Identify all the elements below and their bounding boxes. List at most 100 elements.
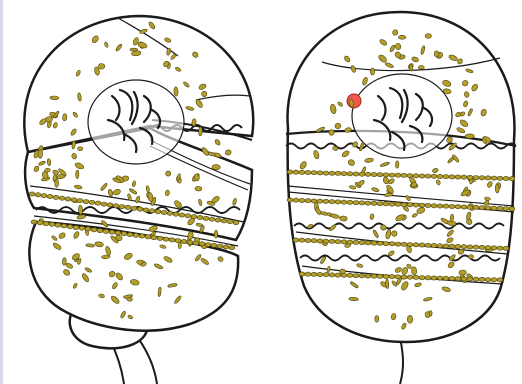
granule [461, 205, 467, 209]
granule [385, 279, 388, 289]
granule [121, 232, 127, 236]
granule [391, 230, 397, 236]
granule [85, 227, 91, 231]
granule [199, 242, 205, 246]
granule [77, 147, 83, 151]
granule [151, 236, 157, 240]
granule [467, 175, 473, 179]
granule [419, 243, 425, 247]
granule [377, 173, 383, 177]
granule [335, 240, 341, 244]
granule [413, 243, 419, 247]
granule [359, 241, 365, 245]
granule [473, 245, 479, 249]
granule [317, 239, 323, 243]
granule [143, 208, 149, 212]
granule [485, 176, 491, 180]
granule [329, 129, 335, 135]
granule [509, 207, 515, 211]
granule [305, 238, 311, 242]
granule [395, 275, 401, 279]
granule [67, 225, 73, 229]
granule [127, 232, 133, 236]
granule [401, 203, 407, 207]
granule [389, 275, 395, 279]
granule [131, 206, 137, 210]
granule [347, 172, 353, 176]
granule [371, 241, 377, 245]
granule [437, 204, 443, 208]
granule [101, 202, 107, 206]
granule [205, 243, 211, 247]
granule [455, 244, 461, 248]
granule [371, 274, 377, 278]
granule [65, 197, 71, 201]
granule [467, 205, 473, 209]
granule [401, 173, 407, 177]
granule [431, 243, 437, 247]
granule [133, 233, 139, 237]
granule [59, 196, 65, 200]
granule [55, 179, 59, 187]
granule [431, 204, 437, 208]
granule [485, 246, 491, 250]
granule [305, 199, 311, 203]
granule [192, 119, 197, 127]
granule [365, 274, 371, 278]
granule [353, 201, 359, 205]
granule [353, 274, 359, 278]
granule [167, 211, 173, 215]
granule [365, 201, 371, 205]
granule [449, 204, 455, 208]
granule [317, 199, 323, 203]
granule [503, 246, 509, 250]
granule [323, 199, 329, 203]
granule [214, 230, 218, 238]
granule [359, 274, 365, 278]
granule [311, 199, 317, 203]
granule [419, 203, 425, 207]
granule [311, 171, 317, 175]
granule [43, 222, 49, 226]
granule [137, 207, 143, 211]
granule [349, 297, 359, 301]
granule [31, 220, 37, 224]
granule [509, 177, 515, 181]
granule [335, 200, 341, 204]
granule [467, 245, 473, 249]
granule [461, 175, 467, 179]
granule [113, 204, 119, 208]
granule [293, 170, 299, 174]
granule [173, 212, 179, 216]
granule [91, 228, 97, 232]
granule [83, 200, 89, 204]
granule [341, 273, 347, 277]
granule [443, 276, 449, 280]
granule [62, 114, 67, 122]
granule [365, 172, 371, 176]
granule [41, 194, 47, 198]
granule [401, 242, 407, 246]
granule [473, 277, 479, 281]
granule [287, 198, 293, 202]
granule [175, 239, 181, 243]
granule [215, 218, 221, 222]
granule [115, 231, 121, 235]
granule [377, 274, 383, 278]
granule [389, 242, 395, 246]
granule [395, 161, 399, 169]
granule [209, 217, 215, 221]
granule [214, 139, 221, 146]
granule [395, 173, 401, 177]
granule [227, 220, 233, 224]
granule [341, 240, 347, 244]
granule [95, 201, 101, 205]
granule [217, 244, 223, 248]
granule [389, 202, 395, 206]
granule [223, 245, 229, 249]
granule [461, 245, 467, 249]
granule [419, 174, 425, 178]
granule [341, 200, 347, 204]
granule [491, 176, 497, 180]
granule [211, 243, 217, 247]
